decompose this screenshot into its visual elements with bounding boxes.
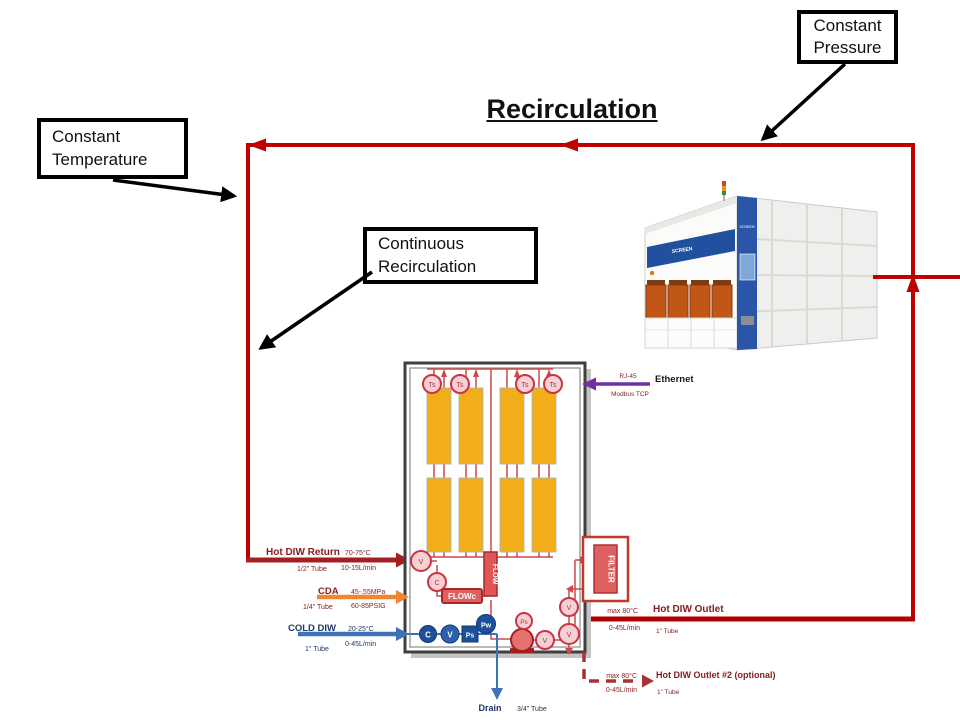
temp-sensor-label: Ts [550,382,558,389]
loop-arrow-left-mid-icon [560,138,578,152]
cold-diw-temp: 20-25°C [348,625,374,633]
flow-meter-label: FLOW [491,564,498,585]
ethernet-protocol-label: Modbus TCP [611,391,649,398]
pump-icon [510,628,534,652]
hot-diw-outlet2-arrow-icon [642,674,654,688]
machine-image: SCREEN SCREEN [644,181,878,351]
heater-tank [458,477,484,553]
outlet-valve-top-icon [559,597,579,617]
cda-tube: 1/4" Tube [303,604,333,611]
temp-sensors: Ts Ts Ts Ts [422,374,563,394]
cda-label: CDA [318,586,339,597]
heater-tank [426,477,452,553]
temp-sensor-icon [543,374,563,394]
hot-diw-outlet2-temp: max 80°C [606,672,637,680]
return-arrow-icon [396,552,410,568]
filter-label: FILTER [607,555,616,583]
drain-label: Drain [478,703,501,713]
heater-tank [499,477,525,553]
machine-white-tanks [644,317,738,349]
outlet-valve-bottom-icon [558,623,580,645]
check-valve-icon [427,572,447,592]
pump-pressure-sensor-icon [515,612,533,630]
pump-valve-label: V [543,638,548,645]
callout-continuous-recirculation: Continuous Recirculation [363,227,538,284]
hot-diw-outlet-temp: max 80°C [607,607,638,615]
cold-diw-label: COLD DIW [288,623,336,634]
temp-sensor-label: Ts [429,382,437,389]
machine-chemical-containers [645,280,733,319]
cold-diw-arrow-icon [396,627,409,641]
valve-icon [410,550,432,572]
drain-arrow-icon [491,688,503,700]
hot-diw-outlet-tube: 1" Tube [656,628,679,635]
continuous-recirculation-arrow [258,270,373,350]
cold-check-valve-icon [419,625,437,643]
cda-pressure-psig: 60-85PSIG [351,603,386,610]
page-title: Recirculation [486,94,658,124]
cold-valve-icon [440,624,460,644]
machine-signal-tower [722,181,726,201]
pw-label: Pw [481,623,492,630]
machine-brand-stripe-label: SCREEN [740,225,755,229]
pump-valve-icon [535,630,555,650]
cabinet-inner-outline [409,367,581,648]
cold-valve-label: V [447,631,453,640]
hot-diw-return-flow: 10-15L/min [341,565,376,572]
machine-blue-band [647,229,735,268]
heater-tank [458,387,484,465]
flow-controller [441,588,483,604]
filter-element [593,544,618,594]
ethernet-arrow-icon [582,377,596,391]
cda-arrow-icon [396,590,409,604]
heater-tank [426,387,452,465]
loop-arrow-up-icon [906,274,920,292]
hot-diw-return-temp: 70-75°C [345,549,371,557]
inlet-labels: Hot DIW Return 70-75°C 1/2" Tube 10-15L/… [266,547,386,653]
temp-sensor-icon [422,374,442,394]
hot-diw-return-tube: 1/2" Tube [297,566,327,573]
cold-check-label: C [425,631,431,640]
heater-tank [531,387,557,465]
hot-diw-outlet2-label: Hot DIW Outlet #2 (optional) [656,670,776,680]
hot-diw-outlet2-tube: 1" Tube [657,689,680,696]
temp-sensor-icon [450,374,470,394]
callout-constant-pressure: Constant Pressure [797,10,898,64]
cold-pressure-sensor-icon [461,625,479,643]
loop-arrow-left-end-icon [248,138,266,152]
constant-pressure-arrow [760,62,847,142]
outlet-valve-top-label: V [567,605,572,612]
ethernet-label: Ethernet [655,374,694,385]
hot-diw-outlet-flow: 0-45L/min [609,625,640,632]
heater-tank [499,387,525,465]
check-valve-label: C [434,580,439,587]
hot-diw-outlet2-flow: 0-45L/min [606,687,637,694]
outlet-labels: max 80°C Hot DIW Outlet 0-45L/min 1" Tub… [478,604,775,713]
pump-ps-label: Ps [520,619,528,626]
hot-diw-outlet-label: Hot DIW Outlet [653,604,724,615]
drain-tube: 3/4" Tube [517,706,547,713]
cold-diw-tube: 1" Tube [305,646,329,653]
cda-pressure: 45-.55MPa [351,589,385,596]
water-pressure-icon [476,614,496,634]
cold-ps-label: Ps [466,633,475,640]
recirculation-loop [246,143,960,622]
ethernet-connector-label: RJ-45 [619,373,637,380]
hot-diw-return-label: Hot DIW Return [266,547,340,558]
flow-meter [483,551,498,597]
temp-sensor-label: Ts [522,382,530,389]
constant-temperature-arrow [112,178,238,203]
outlet-valve-bottom-label: V [567,632,572,639]
valve-label: V [419,559,424,566]
temp-sensor-icon [515,374,535,394]
hot-diw-outlet2-line [582,652,640,683]
temp-sensor-label: Ts [457,382,465,389]
machine-display-panel [739,253,756,281]
cold-diw-flow: 0-45L/min [345,641,376,648]
machine-brand-label: SCREEN [671,246,693,255]
flow-controller-label: FLOWc [448,592,477,601]
callout-constant-temperature: Constant Temperature [37,118,188,179]
heater-tank [531,477,557,553]
